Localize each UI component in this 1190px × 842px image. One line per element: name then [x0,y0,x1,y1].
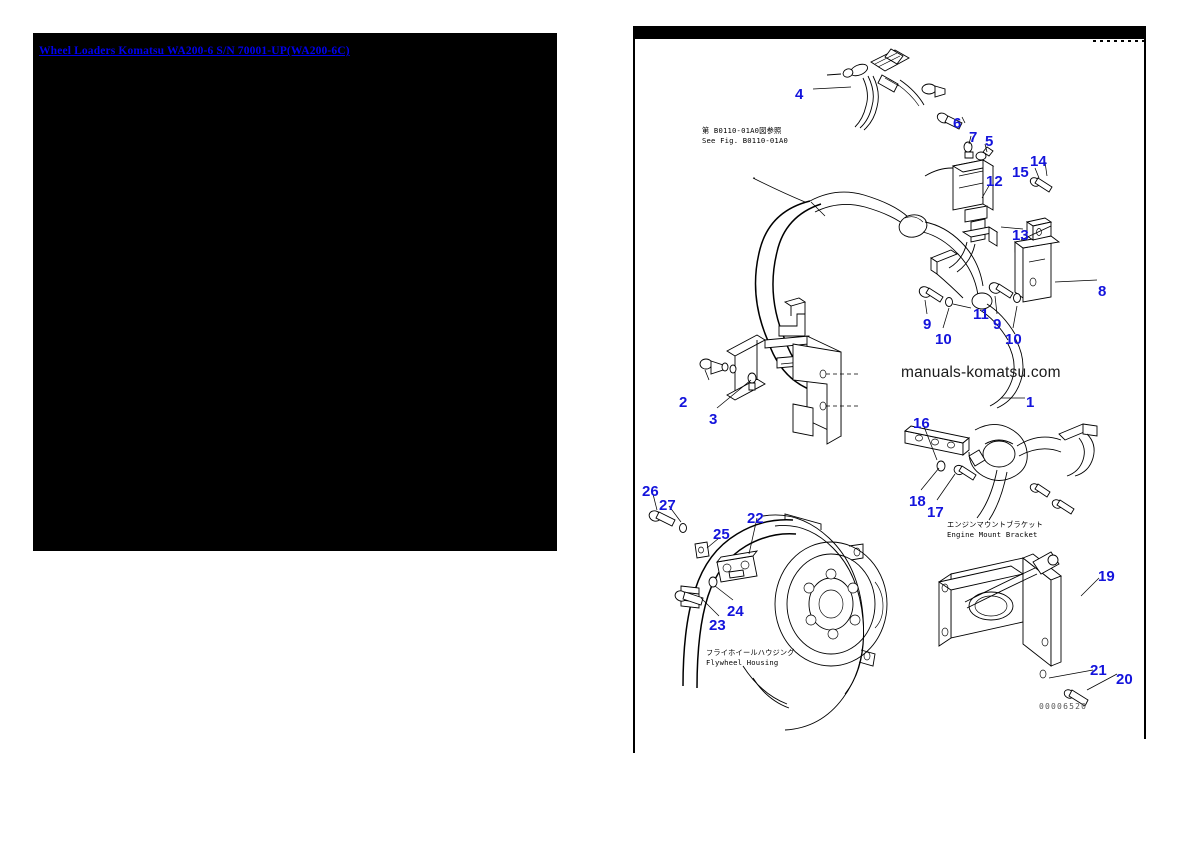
callout-number-23: 23 [709,617,726,634]
main-hose-assembly [754,191,1024,409]
document-title-link[interactable]: Wheel Loaders Komatsu WA200-6 S/N 70001-… [39,45,350,57]
callout-number-22: 22 [747,510,764,527]
callout-number-6: 6 [953,115,962,132]
callout-number-1: 1 [1026,394,1035,411]
reference-note-en: See Fig. B0110-01A0 [702,136,789,145]
reference-note-leader [752,177,806,203]
engine-mount-bracket-label-jp: エンジンマウントブラケット [947,520,1044,529]
figure-number: 00006520 [1039,702,1088,711]
callout-number-10: 10 [1005,331,1022,348]
engine-mount-bracket-label-en: Engine Mount Bracket [947,530,1038,539]
callout-number-26: 26 [642,483,659,500]
callout-leader-lines [652,86,1118,691]
callout-number-19: 19 [1098,568,1115,585]
left-preview-panel [33,33,557,551]
flywheel-housing-group [648,510,888,731]
callout-number-27: 27 [659,497,676,514]
callout-number-16: 16 [913,415,930,432]
callout-number-21: 21 [1090,662,1107,679]
fastener-cluster-5-6-7 [921,83,994,161]
callout-number-17: 17 [927,504,944,521]
callout-number-5: 5 [985,133,994,150]
valve-block-assembly [918,159,1061,307]
clamp-plate-assembly [903,423,1098,521]
site-watermark: manuals-komatsu.com [901,364,1061,381]
callout-number-24: 24 [727,603,744,620]
callout-number-7: 7 [969,129,978,146]
flywheel-housing-label-en: Flywheel Housing [706,658,779,667]
top-hose-fitting-group [826,48,925,131]
diagram-header-dashes [1093,40,1146,42]
flywheel-housing-label-jp: フライホイールハウジング [706,648,795,657]
callout-number-4: 4 [795,86,804,103]
parts-diagram-drawing [648,48,1118,731]
callout-number-12: 12 [986,173,1003,190]
callout-number-9: 9 [993,316,1002,333]
callout-number-14: 14 [1030,153,1047,170]
callout-number-8: 8 [1098,283,1107,300]
callout-number-11: 11 [973,306,989,323]
engine-mount-bracket-group [937,551,1089,707]
callout-number-2: 2 [679,394,688,411]
parts-diagram-panel: 第 B0110-01A0図参照 See Fig. B0110-01A0 エンジン… [633,26,1146,753]
callout-number-9: 9 [923,316,932,333]
callout-number-20: 20 [1116,671,1133,688]
callout-number-18: 18 [909,493,926,510]
callout-number-25: 25 [713,526,730,543]
diagram-right-border [1144,39,1146,739]
callout-number-3: 3 [709,411,718,428]
reference-note-jp: 第 B0110-01A0図参照 [702,126,782,135]
diagram-header-bar [635,26,1146,39]
callout-number-10: 10 [935,331,952,348]
callout-number-15: 15 [1012,164,1029,181]
callout-number-13: 13 [1012,227,1029,244]
bracket-part-1 [699,297,860,445]
